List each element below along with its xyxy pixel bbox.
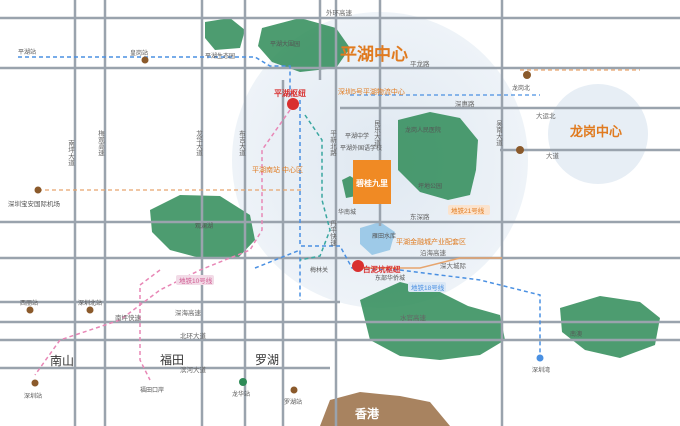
vroad-longhua: 龙华大道 [195, 129, 203, 158]
park-nw [205, 18, 245, 50]
station-futian: 福田口岸 [140, 386, 164, 394]
road-dongshen: 东深路 [410, 212, 430, 221]
district-nanshan: 南山 [50, 353, 74, 368]
poi-school1: 平湖中学 [345, 132, 369, 140]
metro10-label: 地铁10号线 [179, 276, 213, 285]
hub-baishuitang: 白泥坑枢纽 [363, 264, 401, 274]
metro18-label: 地铁18号线 [411, 283, 445, 292]
station-shenzhen: 深圳站 [24, 392, 42, 400]
project-name: 碧桂九里 [355, 178, 388, 188]
station-shenzhen-north: 深圳北站 [78, 299, 102, 307]
poi-nanao: 南澳 [570, 330, 582, 338]
metro10-tag [176, 275, 214, 285]
park-east [398, 112, 478, 200]
park-far-east [560, 296, 660, 358]
poi-park1: 观澜湖 [195, 222, 213, 230]
poi-ecology: 东部华侨城 [375, 274, 405, 282]
road-yanhu: 沿海高速 [420, 248, 447, 257]
road-nanping: 南坪快速 [115, 313, 142, 322]
road-grid-vertical [73, 0, 504, 426]
district-pinghu: 平湖中心 [340, 44, 408, 64]
vroad-minle: 民乐大道 [373, 120, 381, 148]
metro21-label: 地铁21号线 [451, 206, 485, 215]
road-pinglong: 平龙路 [410, 59, 430, 68]
annotation-logistics: 深圳5号平湖物流中心 [338, 87, 405, 96]
poi-hospital: 龙岗人民医院 [405, 126, 441, 134]
annotation-metro10-hub: 平湖南站 中心区 [252, 165, 303, 174]
station-dots [26, 56, 544, 394]
metro18-tag [408, 282, 446, 292]
vroad-danping: 丹平快速 [329, 220, 337, 248]
road-dayun: 大运北 [536, 111, 556, 120]
road-beihuan: 北环大道 [180, 331, 207, 340]
station-longgang-north: 龙岗北 [512, 84, 530, 92]
district-luohu: 罗湖 [255, 352, 279, 367]
district-longgang: 龙岗中心 [570, 124, 622, 139]
vroad-wu: 吴南大道 [495, 120, 503, 148]
hongkong-terrain [320, 392, 450, 426]
road-binhai: 滨河大道 [180, 365, 207, 374]
vroad-meiguan: 梅观高速 [97, 129, 105, 158]
project-block [353, 160, 391, 204]
metro-teal [299, 114, 331, 261]
road-shenhai: 深海高速 [175, 308, 202, 317]
lake [360, 222, 395, 255]
metro-blue-b [254, 248, 301, 300]
annotation-industrial: 平湖金融城产业配套区 [396, 237, 466, 246]
road-dalu: 大道 [546, 151, 560, 160]
brown-line [360, 257, 502, 269]
vroad-buji: 布吉大道 [238, 129, 246, 158]
station-pinghu-airport: 平湖站 [18, 48, 36, 56]
road-waihuan: 外环高速 [326, 8, 353, 17]
poi-park2: 平湖大围园 [270, 40, 300, 48]
metro-pink-south [139, 269, 161, 381]
baishuitang-hub-marker [352, 260, 364, 272]
hub-pinghu: 平湖枢纽 [274, 88, 306, 98]
poi-mall: 华南城 [338, 208, 356, 216]
poi-shekou: 坪地公园 [418, 182, 442, 190]
district-futian: 福田 [160, 352, 184, 367]
vroad-pingxin: 平新北路 [329, 130, 337, 158]
station-longhua: 龙华站 [232, 390, 250, 398]
road-shuiguan: 水官高速 [400, 313, 427, 322]
road-shenda: 深大城际 [440, 261, 467, 270]
district-hongkong: 香港 [354, 406, 380, 421]
pinghu-hub-marker [287, 98, 299, 110]
airport-label: 深圳宝安国际机场 [8, 199, 61, 208]
metro-10 [34, 109, 291, 376]
road-shenhui: 深惠路 [455, 99, 475, 108]
metro21-tag [448, 205, 490, 215]
vroad-nanping: 南坪大道 [67, 139, 75, 168]
station-xixiang: 西丽站 [20, 299, 38, 307]
station-shenzhen-bay: 深圳湾 [532, 366, 550, 374]
station-luohu: 罗湖站 [284, 398, 302, 406]
poi-lake: 雁田水库 [372, 232, 396, 240]
poi-plant: 平湖生态园 [205, 52, 235, 60]
poi-meilin: 梅林关 [310, 266, 328, 274]
station-huanghuai: 皇岗站 [130, 49, 148, 57]
metro-18 [299, 100, 541, 360]
poi-school2: 平湖外国语学校 [340, 144, 382, 152]
park-north [258, 18, 350, 72]
metro-blue-north [18, 56, 291, 100]
